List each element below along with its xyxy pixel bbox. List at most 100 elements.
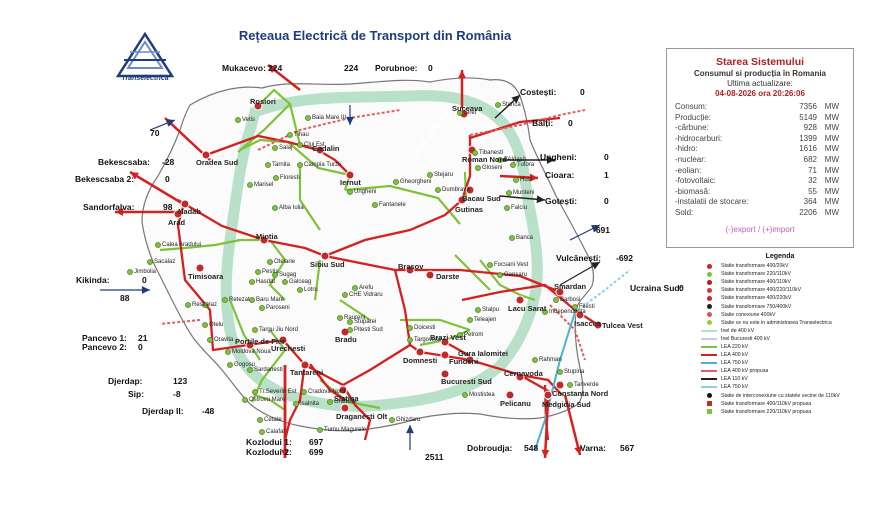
flow-value: 88 bbox=[120, 293, 130, 303]
station-campia-turzii bbox=[297, 162, 303, 168]
flow-value: -8 bbox=[173, 389, 181, 399]
transelectrica-logo bbox=[110, 30, 180, 90]
station-label: Baia Mare III bbox=[312, 115, 347, 121]
station-focsani-vest bbox=[487, 262, 493, 268]
legend-text: Statie transformare 400/110kV propusa bbox=[721, 400, 812, 407]
station-label: Draganesti Olt bbox=[336, 412, 388, 421]
line-400kv-9 bbox=[444, 340, 471, 358]
flow-label: Kozlodui 1: bbox=[246, 437, 292, 447]
station-label: Targoviste bbox=[414, 337, 442, 343]
status-row-label: -instalatii de stocare: bbox=[675, 197, 749, 207]
station-baia-mare-iii bbox=[305, 115, 311, 121]
station-smardan bbox=[555, 287, 565, 297]
station-nadab bbox=[180, 199, 190, 209]
station-domnesti bbox=[415, 347, 425, 357]
station-lotru bbox=[297, 287, 303, 293]
station-gansaru bbox=[497, 272, 503, 278]
flow-value: 699 bbox=[309, 447, 324, 457]
station-label: Tr.Severin Est bbox=[259, 389, 297, 395]
station-salaj bbox=[272, 145, 278, 151]
flow-label: Mukacevo: bbox=[222, 63, 266, 73]
station-label: Galceag bbox=[289, 279, 312, 285]
legend-text: Statie de interconexiune cu statele veci… bbox=[721, 392, 840, 399]
status-row-value: 928 bbox=[803, 123, 817, 133]
station-label: Stupina bbox=[564, 369, 585, 375]
station-siret bbox=[457, 110, 463, 116]
line-750kv bbox=[534, 311, 576, 451]
station-label: Iernut bbox=[340, 178, 361, 187]
arrow-varna-head bbox=[574, 446, 582, 455]
line-220kv-4 bbox=[298, 165, 321, 231]
flow-value: 548 bbox=[524, 443, 539, 453]
flow-label: Pancevo 2: bbox=[82, 342, 127, 352]
station-label: Gloseni bbox=[482, 165, 503, 171]
station-fundeni bbox=[440, 350, 450, 360]
station-cluj-est bbox=[297, 142, 303, 148]
flow-label: Djerdap: bbox=[108, 376, 143, 386]
station-arefu bbox=[352, 285, 358, 291]
status-row-value: 32 bbox=[808, 176, 817, 186]
legend-text: Inel Bucuresti 400 kV bbox=[721, 335, 771, 342]
status-row-label: -cărbune: bbox=[675, 123, 709, 133]
station-calea-aradului bbox=[155, 242, 161, 248]
station-label: Sibiu Sud bbox=[310, 260, 345, 269]
station-marisel bbox=[247, 182, 253, 188]
legend-title: Legenda bbox=[765, 253, 795, 260]
station-label: Retezat bbox=[229, 297, 250, 303]
legend-swatch bbox=[701, 329, 717, 332]
legend-text: Inel de 400 kV bbox=[721, 327, 755, 334]
station-cernavoda bbox=[515, 372, 525, 382]
station-label: Pestis bbox=[262, 269, 279, 275]
station-label: Hasdat bbox=[256, 279, 276, 285]
station-label: Ostrovu Mare bbox=[249, 397, 286, 403]
station-iaz bbox=[202, 302, 208, 308]
station-label: Oravita bbox=[214, 337, 234, 343]
station-label: Isaccea bbox=[574, 319, 602, 328]
status-row-unit: MW bbox=[824, 176, 839, 186]
line-220kv-10 bbox=[254, 393, 286, 411]
flow-label: Cioara: bbox=[545, 170, 575, 180]
flow-label: Kikinda: bbox=[76, 275, 110, 285]
station-gutinas bbox=[457, 195, 467, 205]
legend-item: Statie de interconexiune cu statele veci… bbox=[700, 392, 860, 400]
legend-text: Statie transformare 400/20kV bbox=[721, 263, 789, 270]
station-cradova-nord bbox=[301, 389, 307, 395]
logo-text: Transelectrica bbox=[121, 75, 169, 82]
arrow-70-head bbox=[166, 119, 175, 127]
station-label: Tarnita bbox=[272, 162, 291, 168]
status-row-unit: MW bbox=[824, 102, 839, 111]
station-label: Darste bbox=[436, 272, 460, 281]
station-label: Dumbrava bbox=[442, 187, 470, 193]
station-label: Calea Aradului bbox=[162, 242, 202, 248]
legend-item: LEA 220 kV bbox=[700, 343, 860, 351]
arrow-mukacevo-head bbox=[268, 65, 277, 74]
flow-value: 0 bbox=[604, 196, 609, 206]
legend-swatch bbox=[706, 295, 712, 301]
line-220kv-6 bbox=[313, 259, 322, 301]
flow-value: 70 bbox=[150, 128, 160, 138]
status-row-value: 71 bbox=[808, 165, 817, 175]
station-arad bbox=[173, 209, 183, 219]
station-label: Turnu Magurele bbox=[324, 427, 367, 433]
legend-text: LEA 220 kV bbox=[721, 343, 749, 350]
legend-item: Statie conexiune 400kV bbox=[700, 311, 860, 319]
flow-value: 21 bbox=[138, 333, 148, 343]
status-row-label: -biomasă: bbox=[675, 186, 711, 196]
line-400kv-proposed-0 bbox=[257, 109, 401, 151]
station-doicesti bbox=[407, 325, 413, 331]
station-constanta-nord bbox=[555, 380, 565, 390]
legend-item: Statie transformare 400/220/110kV bbox=[700, 286, 860, 294]
station-targoviste bbox=[407, 337, 413, 343]
station-label: Isalnita bbox=[300, 401, 320, 407]
legend-text: Statie transformare 220/110kV propusa bbox=[721, 408, 812, 415]
flow-label: Porubnoe: bbox=[375, 63, 418, 73]
legend-swatch bbox=[706, 263, 712, 269]
legend-swatch bbox=[701, 345, 717, 348]
status-row-label: -fotovoltaic: bbox=[675, 176, 716, 186]
flow-value: 0 bbox=[568, 118, 573, 128]
flow-value: 0 bbox=[580, 87, 585, 97]
station-gloseni bbox=[475, 165, 481, 171]
